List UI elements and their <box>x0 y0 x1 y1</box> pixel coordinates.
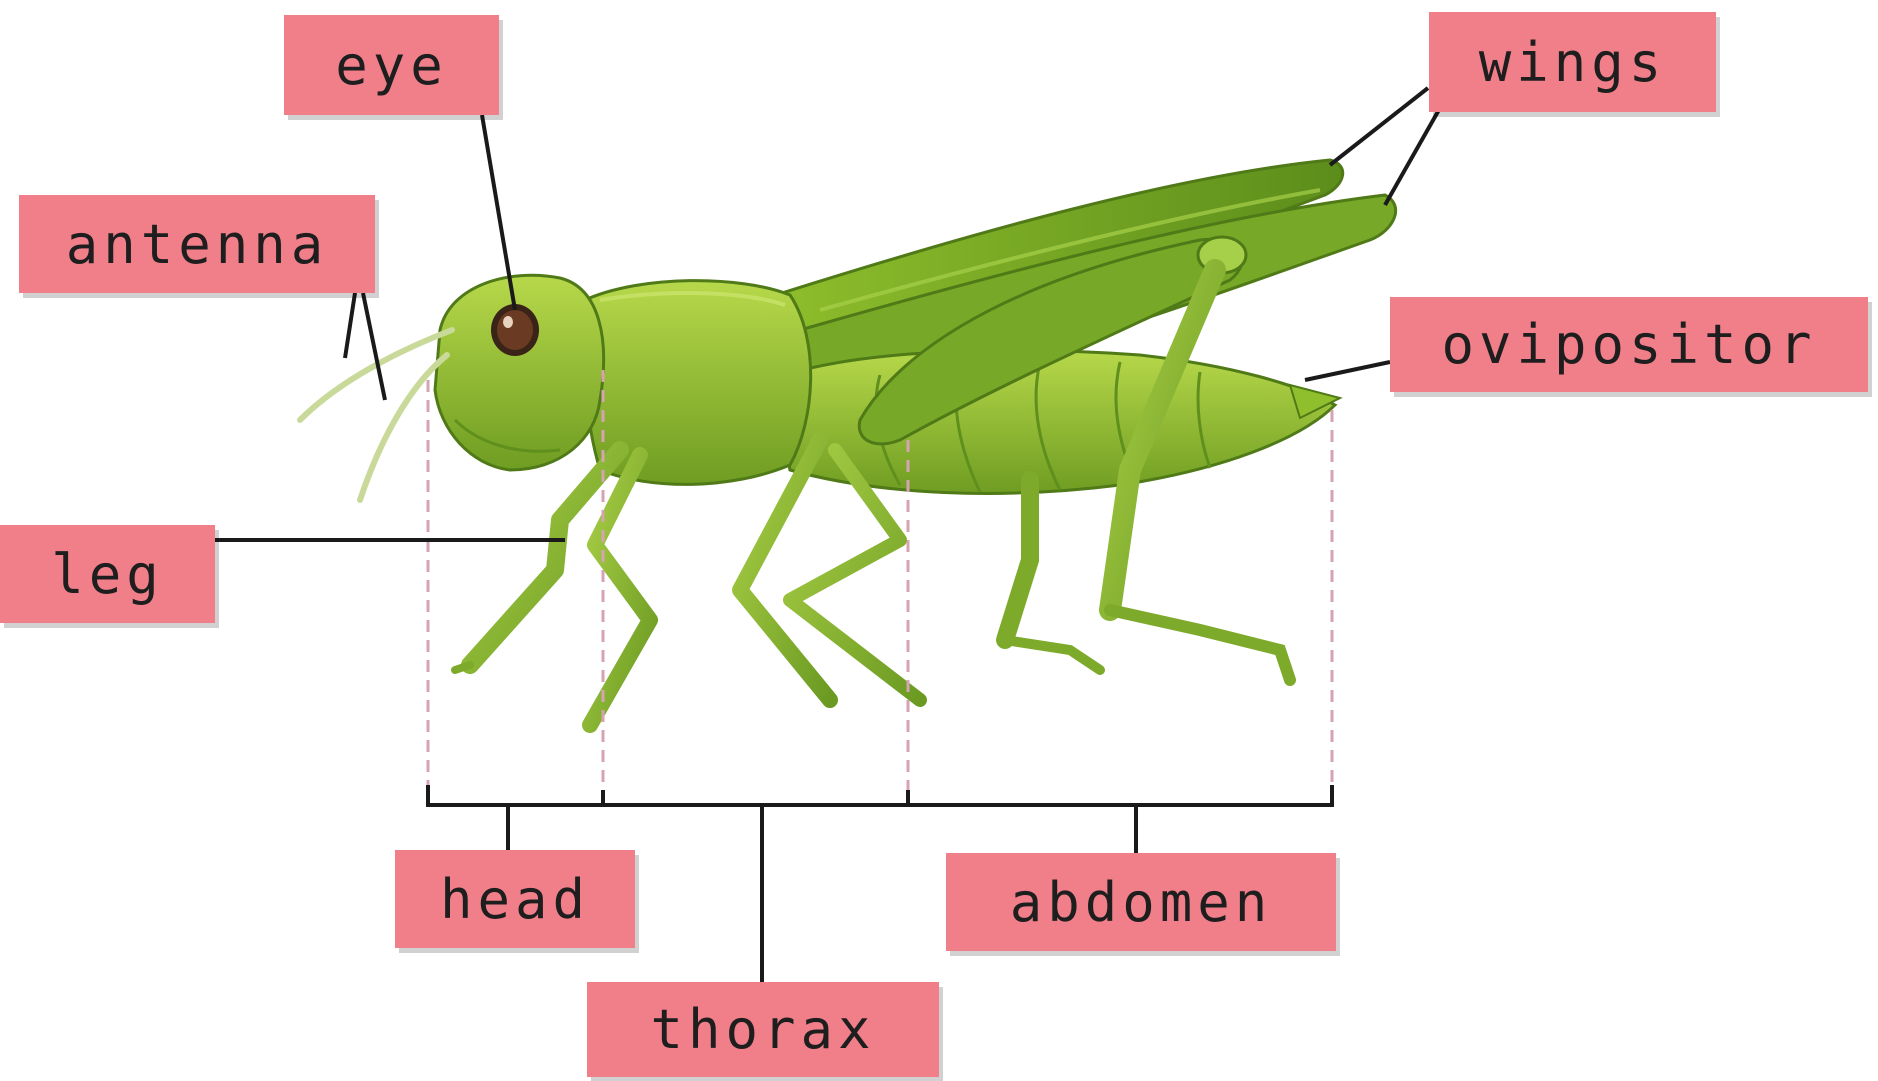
label-abdomen: abdomen <box>946 853 1336 951</box>
eye-shape <box>491 304 539 356</box>
label-head: head <box>395 850 635 948</box>
label-antenna: antenna <box>19 195 375 293</box>
label-ovipositor: ovipositor <box>1390 297 1868 392</box>
label-eye: eye <box>284 15 499 115</box>
label-thorax: thorax <box>587 982 939 1077</box>
label-leg: leg <box>0 525 215 623</box>
label-wings: wings <box>1429 12 1716 112</box>
